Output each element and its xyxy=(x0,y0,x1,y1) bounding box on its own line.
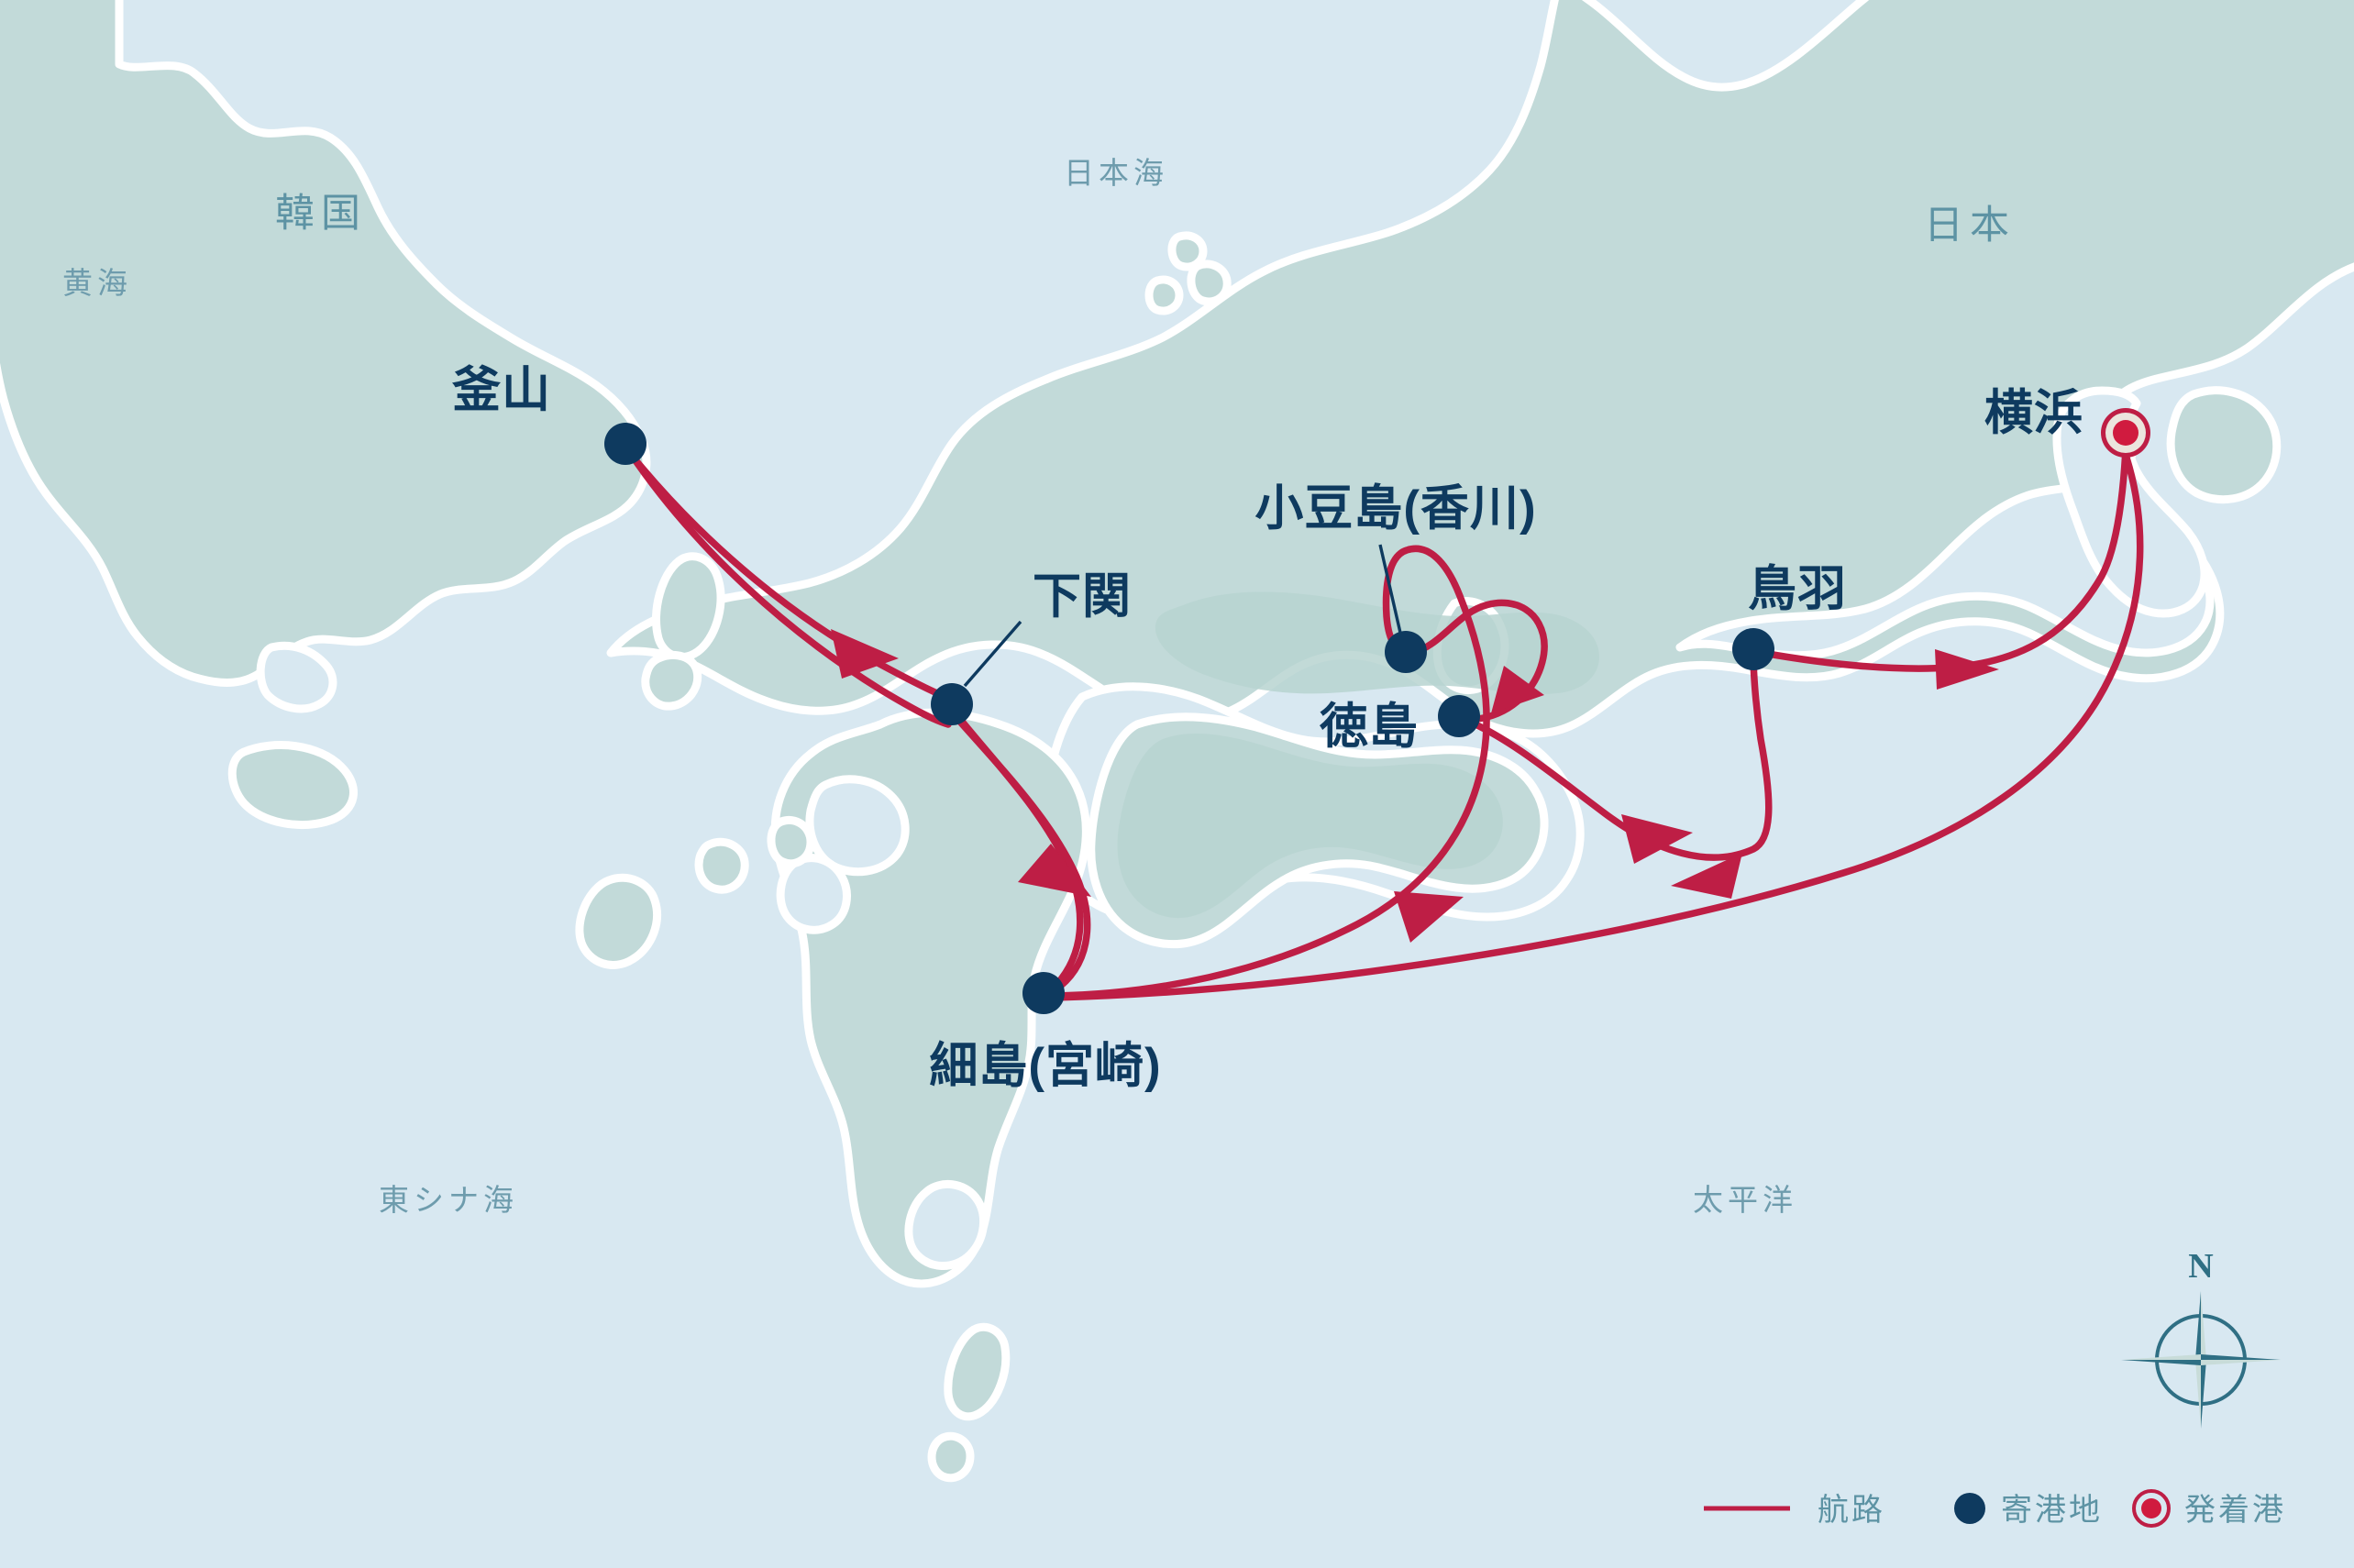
leader-shodoshima xyxy=(1378,544,1402,634)
sea-label-pacific-ocean: 太平洋 xyxy=(1693,1183,1797,1217)
legend-label-port-of-call: 寄港地 xyxy=(2001,1493,2103,1528)
goto-islands xyxy=(575,873,661,969)
port-label-tokushima: 徳島 xyxy=(1319,700,1419,754)
iki-islet-small xyxy=(767,816,815,868)
oki-islet-c xyxy=(1167,231,1208,271)
terminal-marker-yokohama[interactable] xyxy=(2101,408,2150,458)
korea-inlet-detail xyxy=(256,641,337,713)
legend-terminal-ring xyxy=(2132,1489,2171,1528)
leader-shimonoseki xyxy=(963,620,1022,688)
country-label-korea: 韓国 xyxy=(275,192,367,236)
oki-islet-a xyxy=(1187,259,1232,306)
boso-peninsula xyxy=(2166,386,2282,504)
port-dot-toba[interactable] xyxy=(1732,628,1774,670)
korea-landmass xyxy=(0,0,651,687)
legend-port-of-call-dot xyxy=(1954,1493,1985,1524)
sea-label-sea-of-japan: 日本海 xyxy=(1064,156,1168,190)
jeju-island xyxy=(227,741,358,829)
port-label-busan: 釜山 xyxy=(451,363,551,417)
country-label-japan: 日本 xyxy=(1924,204,2016,248)
arrow-yokohama-hososhima xyxy=(1671,853,1742,899)
oki-islet-b xyxy=(1144,275,1184,315)
tsushima-island xyxy=(651,552,725,661)
arrow-hososhima-shodoshima xyxy=(1394,891,1464,943)
tokyo-bay xyxy=(2052,386,2209,618)
port-dot-shodoshima-kagawa[interactable] xyxy=(1385,631,1427,673)
port-label-shimonoseki: 下関 xyxy=(1033,569,1132,624)
port-label-toba: 鳥羽 xyxy=(1748,562,1847,616)
tanegashima-islet xyxy=(944,1322,1011,1421)
chugoku-mountains xyxy=(1155,591,1599,694)
sea-label-yellow-sea: 黄海 xyxy=(62,266,132,300)
kyushu-west-inlet xyxy=(776,854,851,934)
iki-island xyxy=(641,651,702,711)
arrow-tokushima-toba xyxy=(1621,814,1693,864)
port-dot-tokushima[interactable] xyxy=(1438,695,1480,737)
compass-rose: N xyxy=(2121,1247,2281,1429)
map-legend: 航路 寄港地 発着港 xyxy=(1704,1489,2286,1528)
route-yokohama-hososhima xyxy=(1051,446,2144,1001)
port-dot-hososhima-miyazaki[interactable] xyxy=(1022,972,1065,1014)
yakushima-islet xyxy=(927,1431,975,1483)
port-dot-busan[interactable] xyxy=(604,423,647,465)
route-busan-shimonoseki-a xyxy=(629,453,952,728)
hirado-islet xyxy=(694,837,749,894)
compass-north-label: N xyxy=(2188,1247,2213,1286)
route-tokushima-toba xyxy=(1464,651,1773,861)
shikoku-mountains xyxy=(1117,733,1503,919)
ariake-bay xyxy=(805,775,910,877)
arrow-shimonoseki-hososhima xyxy=(1018,844,1091,897)
port-label-hososhima-miyazaki: 細島(宮崎) xyxy=(929,1039,1161,1093)
route-toba-yokohama xyxy=(1759,444,2129,672)
sea-label-east-china-sea: 東シナ海 xyxy=(379,1183,518,1217)
port-label-shodoshima-kagawa: 小豆島(香川) xyxy=(1254,481,1536,536)
port-dot-shimonoseki[interactable] xyxy=(931,683,973,725)
arrow-toba-yokohama xyxy=(1935,649,1999,690)
kagoshima-bay xyxy=(904,1179,989,1270)
route-shodoshima-tokushima xyxy=(1409,599,1548,723)
arrow-busan-shimonoseki xyxy=(831,629,899,679)
port-label-yokohama: 横浜 xyxy=(1984,386,2083,440)
route-busan-shimonoseki-b xyxy=(629,453,954,702)
legend-label-route: 航路 xyxy=(1818,1493,1885,1528)
legend-label-departure-arrival-port: 発着港 xyxy=(2184,1493,2286,1528)
arrow-shodoshima-tokushima xyxy=(1491,666,1544,713)
